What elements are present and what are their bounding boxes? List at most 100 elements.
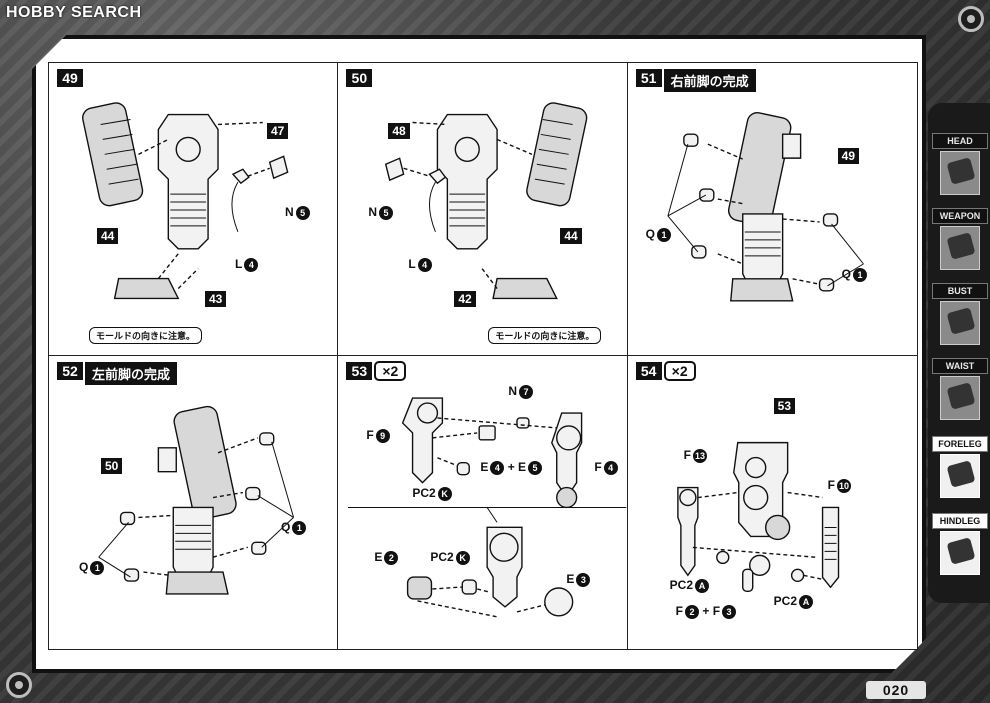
part-circle-number: 5: [528, 460, 543, 475]
sidebar-item-foreleg[interactable]: FORELEG: [932, 436, 988, 498]
sidebar-item-label: WAIST: [932, 358, 988, 374]
part-letter: Q: [79, 560, 89, 574]
part-letter: L: [408, 257, 416, 271]
part-circle-number: K: [455, 550, 470, 565]
part-number-tag: 44: [97, 228, 119, 244]
plus-sign: +: [702, 604, 710, 618]
step-49-diagram: [82, 102, 289, 300]
part-letter: F: [683, 448, 691, 462]
part-letter: PC2: [669, 578, 693, 592]
part-circle-number: 10: [837, 478, 851, 493]
sidebar-item-weapon[interactable]: WEAPON: [932, 208, 988, 270]
part-letter: E: [374, 550, 383, 564]
weapon-icon: [940, 226, 980, 270]
part-number-tag: 44: [560, 228, 582, 244]
sidebar-item-label: HINDLEG: [932, 513, 988, 529]
part-letter: F: [827, 478, 835, 492]
part-letter: Q: [841, 267, 851, 281]
part-circle-number: 3: [722, 604, 737, 619]
part-circle-number: 7: [519, 384, 533, 399]
step-54-diagram: [676, 441, 839, 592]
sidebar-item-label: FORELEG: [932, 436, 988, 452]
part-letter: N: [368, 205, 377, 219]
sidebar-item-label: HEAD: [932, 133, 988, 149]
watermark: HOBBY SEARCH: [6, 4, 142, 21]
foreleg-icon: [940, 454, 980, 498]
part-circle-number: 2: [384, 550, 399, 565]
step-number: 52: [57, 362, 83, 380]
part-circle-number: 4: [244, 257, 259, 272]
step-number: 49: [57, 69, 83, 87]
step-number: 53: [346, 362, 373, 380]
part-circle-number: 1: [657, 227, 671, 242]
step-title: 右前脚の完成: [663, 69, 756, 92]
step-number: 50: [346, 69, 373, 87]
part-circle-number: 3: [576, 572, 591, 587]
sidebar-item-label: WEAPON: [932, 208, 988, 224]
part-circle-number: 4: [490, 460, 505, 475]
section-sidebar: HEAD WEAPON BUST WAIST FORELEG HINDLEG: [928, 103, 990, 603]
part-number-tag: 43: [205, 291, 227, 307]
part-letter: Q: [645, 227, 655, 241]
sidebar-item-head[interactable]: HEAD: [932, 133, 988, 195]
hindleg-icon: [940, 531, 980, 575]
plus-sign: +: [507, 460, 515, 474]
orientation-note: モールドの向きに注意。: [488, 327, 602, 344]
part-circle-number: 4: [417, 257, 432, 272]
part-circle-number: 13: [693, 448, 707, 463]
part-circle-number: K: [437, 486, 452, 501]
part-circle-number: 1: [853, 267, 867, 282]
part-number-tag: 47: [267, 123, 289, 139]
part-circle-number: A: [695, 578, 709, 593]
part-letter: N: [285, 205, 294, 219]
head-icon: [940, 151, 980, 195]
part-letter: PC2: [412, 486, 436, 500]
quantity-multiplier: ×2: [374, 361, 407, 381]
corner-bolt-bottom-left-icon: [6, 672, 32, 698]
part-number-tag: 42: [454, 291, 476, 307]
waist-icon: [940, 376, 980, 420]
part-circle-number: A: [799, 594, 813, 609]
step-51-diagram: [667, 112, 864, 302]
orientation-note: モールドの向きに注意。: [89, 327, 203, 344]
step-number: 51: [635, 69, 662, 87]
step-50-diagram: [385, 102, 588, 300]
step-53-diagram: [348, 397, 627, 618]
part-number-tag: 49: [837, 148, 860, 164]
part-letter: E: [566, 572, 575, 586]
sidebar-item-waist[interactable]: WAIST: [932, 358, 988, 420]
part-letter: E: [518, 460, 527, 474]
part-number-tag: 48: [388, 123, 410, 139]
corner-bolt-top-right-icon: [958, 6, 984, 32]
sidebar-item-hindleg[interactable]: HINDLEG: [932, 513, 988, 575]
bust-icon: [940, 301, 980, 345]
part-letter: Q: [281, 520, 291, 534]
part-number-tag: 50: [101, 458, 123, 474]
part-letter: F: [675, 604, 683, 618]
part-circle-number: 9: [375, 428, 390, 443]
part-circle-number: 2: [685, 604, 699, 619]
sidebar-item-label: BUST: [932, 283, 988, 299]
sidebar-item-bust[interactable]: BUST: [932, 283, 988, 345]
part-circle-number: 5: [379, 205, 393, 220]
